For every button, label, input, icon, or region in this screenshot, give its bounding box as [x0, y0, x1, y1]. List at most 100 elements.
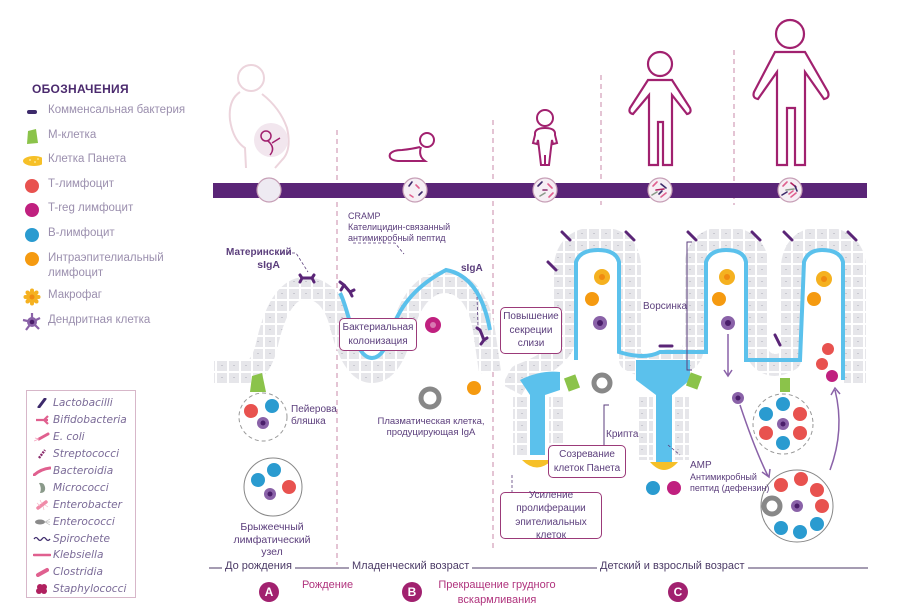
legend-item: Дендритная клетка — [22, 312, 198, 339]
bacteria-item: Bifidobacteria — [27, 412, 135, 429]
microbiota-circles — [256, 177, 803, 203]
m-cell — [563, 374, 581, 392]
paneth-cells — [522, 460, 552, 468]
enterococci-icon — [33, 517, 51, 527]
maternal-siga-label: Материнский sIgA — [226, 247, 292, 271]
peyer-patch-label: Пейерова бляшка — [291, 404, 337, 427]
b-lymphocyte — [265, 399, 279, 413]
paneth-maturation-box: Созревание клеток Панета — [548, 445, 626, 478]
streptococci-icon — [33, 449, 51, 459]
stage-infancy: Младенческий возраст — [349, 560, 473, 572]
legend: Комменсальная бактерия М-клетка Клетка П… — [22, 104, 198, 338]
fetus-icon — [260, 130, 281, 156]
macrophage — [719, 269, 735, 285]
intraepithelial-lymphocyte — [585, 292, 599, 306]
legend-item: В-лимфоцит — [22, 227, 198, 252]
lactobacilli-icon — [33, 398, 51, 409]
staphylococci-icon — [33, 584, 51, 595]
b-lymphocyte — [267, 463, 281, 477]
mesenteric-lymph-node-adult — [760, 469, 834, 543]
mucus-secretion-box: Повышение секреции слизи — [500, 307, 562, 354]
microbiota-circle — [402, 177, 428, 203]
legend-title: ОБОЗНАЧЕНИЯ — [32, 82, 129, 96]
b-lymphocyte — [251, 473, 265, 487]
legend-item: Макрофаг — [22, 288, 198, 314]
bacteria-item: Staphylococci — [27, 581, 135, 598]
villus-label: Ворсинка — [643, 301, 688, 312]
t-lymphocyte-icon — [22, 178, 42, 194]
klebsiella-icon — [33, 550, 51, 560]
bacteria-item: Micrococci — [27, 479, 135, 496]
t-lymphocyte — [816, 358, 828, 370]
bacteria-item: Bacteroidia — [27, 463, 135, 480]
macrophage-icon — [22, 288, 42, 306]
bacteria-item: Klebsiella — [27, 547, 135, 564]
mesenteric-node-label: Брыжеечный лимфатический узел — [233, 521, 311, 559]
m-cell — [780, 378, 790, 392]
stage-childhood-adulthood: Детский и взрослый возраст — [597, 560, 748, 572]
macrophage — [594, 269, 610, 285]
clostridia-icon — [33, 567, 51, 578]
bifidobacteria-icon — [33, 415, 51, 426]
t-lymphocyte — [282, 480, 296, 494]
crypt-lumen — [636, 360, 690, 462]
b-lymphocyte — [646, 481, 660, 495]
t-lymphocyte — [822, 343, 834, 355]
peyer-patch-adult — [752, 393, 814, 455]
treg-lymphocyte — [826, 370, 838, 382]
legend-item: Комменсальная бактерия — [22, 104, 198, 129]
bacteria-item: Lactobacilli — [27, 395, 135, 412]
b-lymphocyte-icon — [22, 227, 42, 243]
crypt-label: Крипта — [606, 429, 639, 440]
intraepithelial-lymphocyte — [467, 381, 481, 395]
adult-figure — [752, 18, 830, 167]
bacteria-item: E. coli — [27, 429, 135, 446]
peyer-patch — [238, 392, 288, 442]
micrococci-icon — [33, 482, 51, 493]
bacteria-item: Streptococci — [27, 446, 135, 463]
legend-item: Т-лимфоцит — [22, 178, 198, 203]
leader-lines — [282, 242, 681, 492]
paneth-cell-icon — [22, 153, 42, 169]
m-cell — [685, 372, 703, 390]
pregnant-woman-figure — [228, 64, 290, 169]
siga-antibodies — [298, 230, 858, 348]
crawling-baby-figure — [388, 132, 435, 162]
siga-label: sIgA — [461, 263, 483, 274]
event-birth: Рождение — [302, 579, 354, 591]
migration-arrows — [723, 334, 841, 479]
treg-lymphocyte — [425, 317, 441, 333]
legend-item: Интраэпителиальный лимфоцит — [22, 251, 198, 289]
bacterial-colonization-box: Бактериальная колонизация — [339, 318, 417, 351]
crypt-lumen — [520, 371, 560, 455]
legend-item: М-клетка — [22, 128, 198, 154]
e-coli-icon — [33, 432, 51, 442]
macrophage — [816, 271, 832, 287]
intraepithelial-lymphocyte — [807, 292, 821, 306]
commensal-bacterium-icon — [22, 104, 42, 120]
bacteroidia-icon — [33, 466, 51, 476]
paneth-cells — [650, 462, 678, 470]
mesenteric-lymph-node — [243, 457, 303, 517]
stage-prenatal: До рождения — [222, 560, 295, 572]
microbiota-circle — [256, 177, 282, 203]
dendritic-cell-icon — [22, 312, 42, 331]
stage-badge-a: A — [259, 582, 279, 602]
event-weaning: Прекращение грудного вскармливания — [438, 579, 556, 606]
dendritic-cell — [732, 392, 744, 404]
plasma-cell — [418, 386, 442, 410]
legend-item: T-reg лимфоцит — [22, 202, 198, 227]
villus-immune-cells — [585, 269, 838, 382]
plasma-cell-label: Плазматическая клетка, продуцирующая IgA — [377, 416, 485, 439]
child-figure — [628, 50, 692, 167]
legend-item: Клетка Панета — [22, 153, 198, 178]
t-lymphocyte — [244, 404, 258, 418]
stage-badge-c: C — [668, 582, 688, 602]
spirochete-icon — [33, 534, 51, 544]
cramp-label: CRAMP Кателицидин-связанный антимикробны… — [348, 211, 451, 243]
stage-badge-b: B — [402, 582, 422, 602]
bacteria-item: Enterobacter — [27, 496, 135, 513]
toddler-figure — [531, 109, 559, 166]
epithelium-adult — [502, 227, 866, 470]
